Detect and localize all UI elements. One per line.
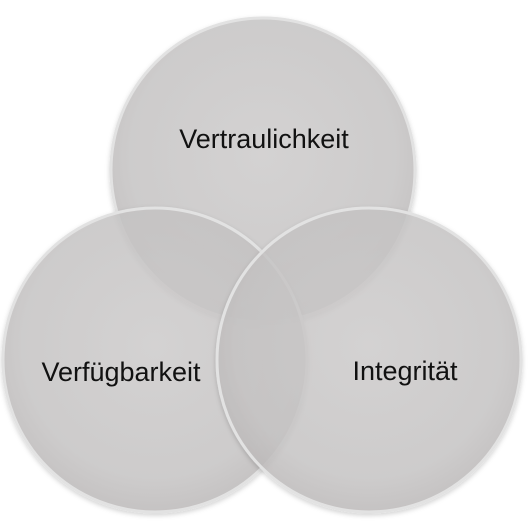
circle-integritaet [215, 206, 523, 514]
venn-circles [1, 16, 523, 514]
label-vertraulichkeit: Vertraulichkeit [179, 124, 349, 154]
venn-labels: Vertraulichkeit Verfügbarkeit Integrität [41, 124, 458, 387]
label-verfuegbarkeit: Verfügbarkeit [41, 357, 201, 387]
label-integritaet: Integrität [352, 356, 458, 386]
